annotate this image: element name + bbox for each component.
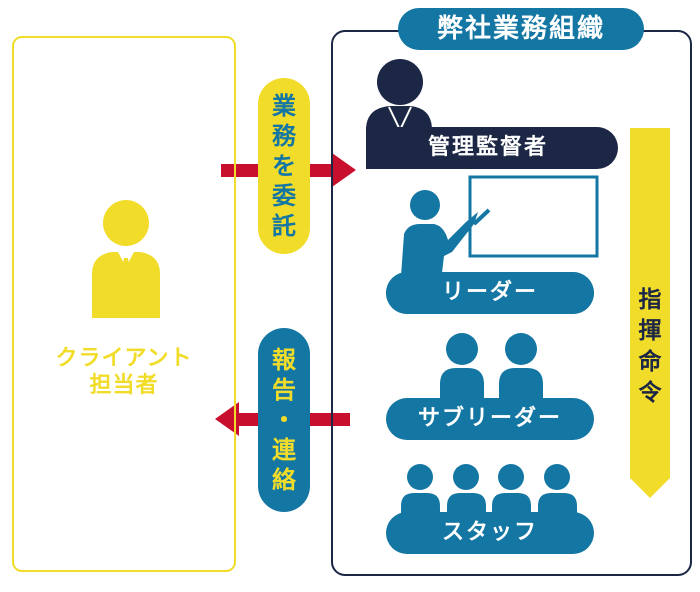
client-panel xyxy=(12,36,236,572)
client-label: クライアント 担当者 xyxy=(12,345,236,399)
command-chain-label: 指 揮 命 令 xyxy=(630,285,670,409)
report-char: 絡 xyxy=(272,466,296,494)
role-staff: スタッフ xyxy=(386,512,594,554)
delegate-char: 託 xyxy=(272,212,296,240)
role-sub-leader: サブリーダー xyxy=(386,398,594,440)
person-with-tie-icon xyxy=(92,200,160,318)
command-arrow xyxy=(630,128,670,498)
command-char: 令 xyxy=(638,380,662,406)
report-flow-label: 報 告 ・ 連 絡 xyxy=(258,328,310,512)
report-char: 連 xyxy=(272,436,296,464)
organization-title: 弊社業務組織 xyxy=(398,8,644,50)
report-char: 告 xyxy=(272,376,296,404)
role-manager: 管理監督者 xyxy=(366,127,618,169)
role-manager-label: 管理監督者 xyxy=(428,135,549,160)
role-leader: リーダー xyxy=(386,272,594,314)
command-char: 揮 xyxy=(638,318,662,344)
command-char: 命 xyxy=(638,349,662,375)
command-char: 指 xyxy=(638,287,662,313)
client-label-line1: クライアント xyxy=(55,346,193,371)
delegate-char: 務 xyxy=(272,122,296,150)
delegate-char: を xyxy=(272,152,296,180)
client-label-line2: 担当者 xyxy=(89,373,159,398)
delegate-char: 業 xyxy=(272,92,296,120)
report-char: 報 xyxy=(272,346,296,374)
delegate-flow-label: 業 務 を 委 託 xyxy=(258,78,310,254)
report-char: ・ xyxy=(272,406,296,434)
delegate-char: 委 xyxy=(272,182,296,210)
